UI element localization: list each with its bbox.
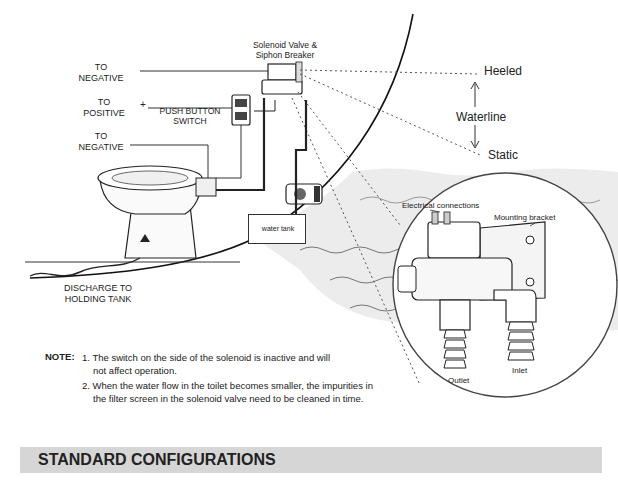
- push-button-switch: [232, 95, 250, 125]
- static-arrow: [475, 125, 476, 146]
- pump-head: [314, 186, 320, 202]
- zoom-leader: [298, 92, 400, 225]
- switch-button: [235, 112, 247, 120]
- note-heading: NOTE:: [45, 351, 75, 362]
- valve-port: [398, 266, 416, 292]
- discharge-hose: [30, 258, 140, 276]
- heeled-leader: [300, 70, 478, 74]
- part-label: Outlet: [448, 376, 469, 386]
- arrow-head: [471, 141, 479, 148]
- section-title: STANDARD CONFIGURATIONS: [38, 451, 276, 469]
- waterline-label: Heeled: [484, 64, 522, 78]
- electrical-tab: [444, 212, 450, 224]
- toilet-rim: [112, 171, 188, 185]
- terminal-label: TO NEGATIVE: [75, 131, 127, 153]
- outlet-pipe: [440, 300, 470, 330]
- negative-wire: [140, 71, 276, 72]
- node-text: Solenoid Valve & Siphon Breaker: [244, 40, 326, 60]
- solenoid-coil: [428, 222, 480, 258]
- push-button-switch: PUSH BUTTON SWITCH: [150, 98, 254, 128]
- heel-arrow: [475, 84, 476, 107]
- note-text: 2. When the water flow in the toilet bec…: [82, 379, 373, 406]
- part-label: Mounting bracket: [494, 213, 555, 223]
- static-leader: [300, 74, 480, 155]
- solenoid-coil: [268, 64, 296, 80]
- zoom-leader: [292, 98, 420, 385]
- water-pump: [286, 184, 322, 204]
- motor-wire: [216, 125, 241, 178]
- bracket-hole: [526, 236, 534, 244]
- waterline-label: Static: [488, 148, 518, 162]
- note-text: 1. The switch on the side of the solenoi…: [82, 351, 333, 378]
- node-text: water tank: [249, 225, 307, 233]
- section-band: [20, 447, 602, 473]
- toilet-logo: [140, 234, 150, 242]
- leader-line: [430, 210, 440, 212]
- detail-circle: [393, 173, 617, 397]
- inlet-elbow: [494, 290, 536, 322]
- waterline-label: Waterline: [456, 110, 506, 124]
- bracket-hole: [526, 278, 534, 286]
- terminal-label: TO NEGATIVE: [75, 62, 127, 84]
- toilet-pump-motor: [196, 178, 216, 196]
- inlet-barb: [508, 322, 534, 360]
- water-tank: water tank: [248, 214, 306, 244]
- terminal-label: TO POSITIVE: [78, 97, 130, 119]
- arrow-head: [471, 82, 479, 89]
- pump-motor: [294, 188, 306, 200]
- supply-hose: [296, 100, 306, 214]
- switch-wire: [254, 100, 275, 111]
- outlet-barb: [444, 330, 466, 368]
- negative-wire: [130, 145, 208, 178]
- discharge-label: DISCHARGE TO HOLDING TANK: [52, 283, 144, 305]
- part-label: Inlet: [512, 366, 527, 376]
- hull-line: [30, 14, 413, 278]
- switch-button: [235, 99, 247, 107]
- part-label: Electrical connections: [402, 201, 479, 211]
- leader-line: [530, 223, 535, 226]
- toilet-seat: [98, 166, 202, 190]
- solenoid-valve: Solenoid Valve & Siphon Breaker: [244, 40, 326, 100]
- solenoid-bracket: [296, 62, 302, 82]
- node-text: PUSH BUTTON SWITCH: [150, 106, 230, 126]
- electrical-tab: [432, 212, 438, 224]
- polarity-sign: +: [140, 99, 146, 111]
